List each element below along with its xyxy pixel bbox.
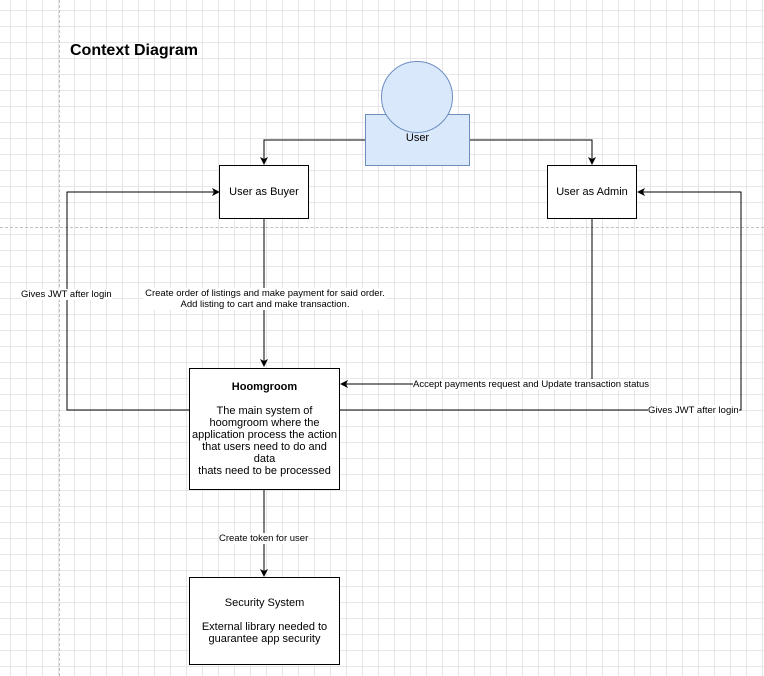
edge-label-system-to-buyer: Gives JWT after login	[21, 289, 112, 300]
edge-label-line: Add listing to cart and make transaction…	[180, 299, 350, 310]
hoomgroom-description-line: that users need to do and data	[202, 441, 327, 465]
edge-label-admin-to-system: Accept payments request and Update trans…	[413, 379, 650, 390]
page-break-vertical	[59, 0, 60, 676]
diagram-title: Context Diagram	[70, 42, 199, 59]
security-description-line: guarantee app security	[208, 633, 321, 645]
security-description-line: External library needed to	[201, 621, 328, 633]
edge-label-line: Create order of listings and make paymen…	[145, 288, 385, 299]
security-system-node: Security System External library needed …	[189, 577, 340, 665]
edge-label-system-to-security: Create token for user	[219, 533, 309, 544]
hoomgroom-description-line: thats need to be processed	[198, 465, 331, 477]
edge-label-buyer-to-system: Create order of listings and make paymen…	[143, 288, 387, 310]
buyer-node: User as Buyer	[219, 165, 309, 219]
hoomgroom-description-line: The main system of	[216, 405, 313, 417]
edge-system-to-admin	[339, 188, 742, 411]
user-actor-label: User	[405, 132, 430, 144]
hoomgroom-system-name: Hoomgroom	[231, 381, 298, 393]
hoomgroom-description-line: hoomgroom where the	[209, 417, 320, 429]
edge-label-system-to-admin: Gives JWT after login	[648, 405, 739, 416]
security-system-name: Security System	[224, 597, 305, 609]
hoomgroom-description-line: application process the action	[192, 429, 337, 441]
hoomgroom-system-node: Hoomgroom The main system of hoomgroom w…	[189, 368, 340, 490]
page-break-horizontal	[0, 227, 764, 228]
admin-node: User as Admin	[547, 165, 637, 219]
buyer-node-label: User as Buyer	[229, 186, 299, 198]
edge-system-to-buyer	[66, 188, 220, 411]
admin-node-label: User as Admin	[556, 186, 628, 198]
edge-user-to-buyer	[260, 139, 365, 165]
user-actor-head	[381, 61, 453, 133]
edge-user-to-admin	[470, 139, 596, 165]
